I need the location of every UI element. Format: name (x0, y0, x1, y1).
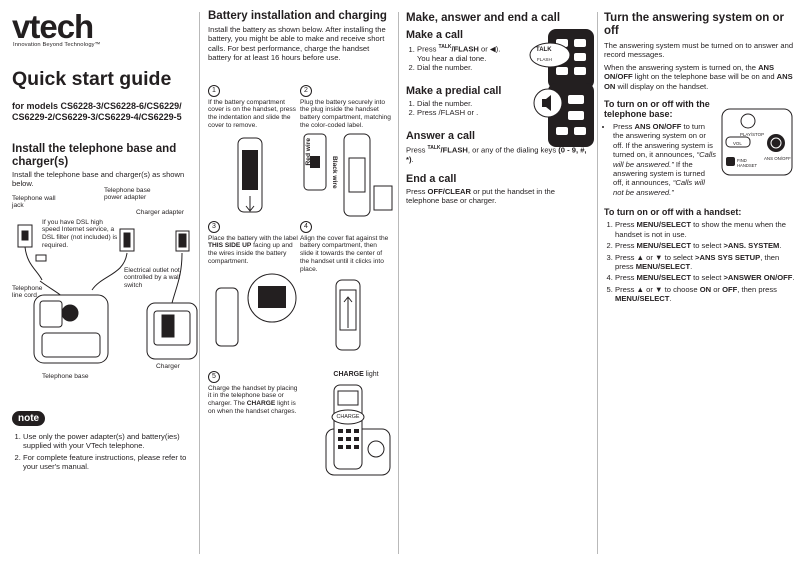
step-text: Charge the handset by placing it in the … (208, 384, 298, 416)
install-heading: Install the telephone base and charger(s… (12, 143, 177, 168)
predial-block: Dial the number. Press /FLASH or . (406, 82, 594, 147)
step-number: 2 (300, 84, 312, 97)
page-title: Quick start guide (12, 68, 172, 90)
battery-heading: Battery installation and charging (208, 10, 387, 22)
install-text: Install the telephone base and charger(s… (12, 170, 185, 189)
step-number: 3 (208, 220, 220, 233)
handset-step: Press MENU/SELECT to select >ANSWER ON/O… (615, 273, 796, 282)
keypad-speaker-illustration (533, 82, 594, 147)
battery-intro: Install the battery as shown below. Afte… (208, 25, 386, 63)
battery-step-5: 5 Charge the handset by placing it in th… (208, 365, 300, 416)
column-calls: Make, answer and end a call Make a call … (400, 0, 598, 566)
note-badge: note (12, 410, 46, 426)
label-red-wire: Red wire (305, 137, 312, 166)
make-call-heading: Make a call (406, 29, 464, 41)
models-list: for models CS6228-3/CS6228-6/CS6229/ CS6… (12, 101, 182, 122)
label-charger: Charger (156, 362, 180, 370)
label-black-wire: Black wire (331, 155, 338, 189)
label-charger-adapter: Charger adapter (136, 208, 185, 216)
calls-heading: Make, answer and end a call (406, 12, 561, 24)
column-battery: Battery installation and charging Instal… (200, 0, 398, 566)
speaker-icon: ◀) (489, 44, 499, 54)
answer-heading: Answer a call (406, 129, 476, 142)
step-text: Plug the battery securely into the plug … (300, 98, 391, 130)
step-text: If the battery compartment cover is on t… (208, 98, 296, 130)
handset-method-heading: To turn on or off with a handset: (604, 207, 742, 218)
handset-in-base-illustration (325, 384, 391, 476)
predial-heading: Make a predial call (406, 84, 502, 97)
battery-steps: 1 If the battery compartment cover is on… (208, 69, 393, 476)
handset-step: Press ▲ or ▼ to select >ANS SYS SETUP, t… (615, 253, 796, 272)
vtech-logo: vtech (12, 8, 94, 45)
column-answering-system: Turn the answering system on or off The … (598, 0, 800, 566)
battery-step-4: 4 Align the cover flat against the batte… (300, 215, 392, 357)
end-call-heading: End a call (406, 172, 457, 185)
battery-place-illustration (215, 273, 297, 347)
answering-p1: The answering system must be turned on t… (604, 41, 794, 60)
label-line-cord: Telephone line cord (12, 284, 43, 300)
base-method: To turn on or off with the telephone bas… (604, 99, 796, 197)
handset-cover-illustration (237, 137, 263, 213)
label-electrical-outlet: Electrical outlet not controlled by a wa… (124, 266, 181, 289)
battery-step-1: 1 If the battery compartment cover is on… (208, 79, 300, 219)
predial-step: Press /FLASH or . (417, 108, 526, 117)
talk-button: TALK (536, 47, 552, 53)
handset-step: Press MENU/SELECT to select >ANS. SYSTEM… (615, 241, 796, 250)
handset-step: Press MENU/SELECT to show the menu when … (615, 220, 796, 239)
battery-step-3: 3 Place the battery with the label THIS … (208, 215, 300, 353)
base-method-heading: To turn on or off with the telephone bas… (604, 99, 710, 120)
label-wall-jack: Telephone wall jack (12, 194, 56, 210)
battery-step-2: 2 Plug the battery securely into the plu… (300, 79, 393, 222)
step-number: 1 (208, 84, 220, 97)
base-method-step: Press ANS ON/OFF to turn the answering s… (613, 122, 716, 197)
play-stop-button: PLAY/STOP (740, 132, 764, 138)
battery-plug-illustration (303, 133, 393, 217)
label-dsl-filter: If you have DSL high speed Internet serv… (42, 218, 118, 249)
handset-method-steps: Press MENU/SELECT to show the menu when … (604, 220, 796, 303)
column-install: vtech Innovation Beyond Technology™ Quic… (0, 0, 200, 566)
answer-text: Press TALK/FLASH, or any of the dialing … (406, 144, 587, 164)
keypad-talk-illustration (529, 29, 594, 89)
step-number: 5 (208, 370, 220, 383)
tagline: Innovation Beyond Technology™ (13, 42, 101, 48)
make-step: Press TALK/FLASH or ◀).You hear a dial t… (417, 43, 518, 63)
vol-button: VOL (733, 141, 742, 147)
handset-step: Press ▲ or ▼ to choose ON or OFF, then p… (615, 285, 796, 304)
make-call-block: Press TALK/FLASH or ◀).You hear a dial t… (406, 29, 594, 89)
predial-steps: Dial the number. Press /FLASH or . (406, 99, 526, 118)
base-panel-illustration (721, 108, 793, 176)
install-diagram: Telephone wall jack Telephone base power… (12, 187, 202, 405)
notes-list: Use only the power adapter(s) and batter… (12, 432, 190, 472)
answering-p2: When the answering system is turned on, … (604, 62, 793, 91)
charge-light-label: CHARGE light (333, 370, 379, 378)
make-step: Dial the number. (417, 63, 518, 72)
cover-slide-illustration (335, 279, 361, 351)
note-item: Use only the power adapter(s) and batter… (23, 432, 190, 451)
find-handset-button: FIND HANDSET (737, 158, 758, 169)
label-telephone-base: Telephone base (42, 372, 89, 380)
answering-heading: Turn the answering system on or off (604, 12, 784, 37)
charge-screen-label: CHARGE (336, 414, 360, 421)
charge-figure: CHARGE light CHARGE (316, 371, 396, 479)
end-call-text: Press OFF/CLEAR or put the handset in th… (406, 186, 555, 206)
base-buttons-figure: PLAY/STOP VOL ANS ON/OFF FIND HANDSET (720, 107, 794, 177)
predial-step: Dial the number. (417, 99, 526, 108)
flash-button: FLASH (537, 57, 552, 62)
note-item: For complete feature instructions, pleas… (23, 453, 190, 472)
step-number: 4 (300, 220, 312, 233)
ans-on-off-button: ANS ON/OFF (764, 156, 791, 162)
label-base-adapter: Telephone base power adapter (104, 186, 151, 202)
make-call-steps: Press TALK/FLASH or ◀).You hear a dial t… (406, 43, 518, 73)
base-method-list: Press ANS ON/OFF to turn the answering s… (604, 122, 716, 197)
step-text: Place the battery with the label THIS SI… (208, 234, 298, 266)
step-text: Align the cover flat against the battery… (300, 234, 389, 273)
install-illustration (17, 224, 198, 364)
